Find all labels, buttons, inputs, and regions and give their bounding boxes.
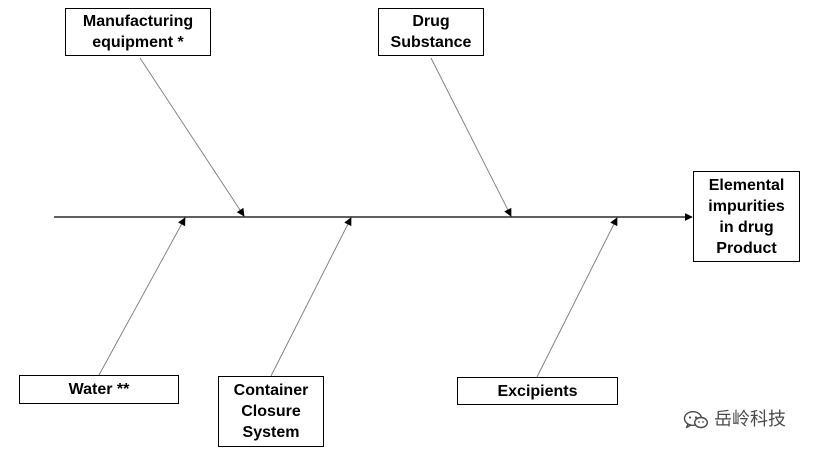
effect-box: Elemental impurities in drug Product <box>693 171 800 262</box>
cause-label-drug-substance: Drug Substance <box>390 13 472 51</box>
cause-label-water: Water ** <box>68 381 130 398</box>
cause-box-drug-substance: Drug Substance <box>378 8 484 56</box>
cause-box-container-closure-system: Container Closure System <box>218 376 324 447</box>
cause-box-water: Water ** <box>19 375 179 404</box>
effect-label: Elemental impurities in drug Product <box>708 176 785 257</box>
cause-label-excipients: Excipients <box>497 382 578 400</box>
cause-label-container-closure-system: Container Closure System <box>233 382 309 441</box>
branch-manufacturing-equipment <box>139 57 245 217</box>
branch-water <box>98 217 186 376</box>
watermark-text: 岳岭科技 <box>714 409 786 430</box>
cause-label-manufacturing-equipment: Manufacturing equipment * <box>82 13 194 51</box>
cause-box-excipients: Excipients <box>457 377 618 405</box>
wechat-icon <box>683 410 709 429</box>
branch-drug-substance <box>430 57 512 217</box>
watermark: 岳岭科技 <box>683 408 786 432</box>
branch-container-closure-system <box>270 217 352 377</box>
branch-excipients <box>536 217 618 378</box>
cause-box-manufacturing-equipment: Manufacturing equipment * <box>65 8 211 56</box>
